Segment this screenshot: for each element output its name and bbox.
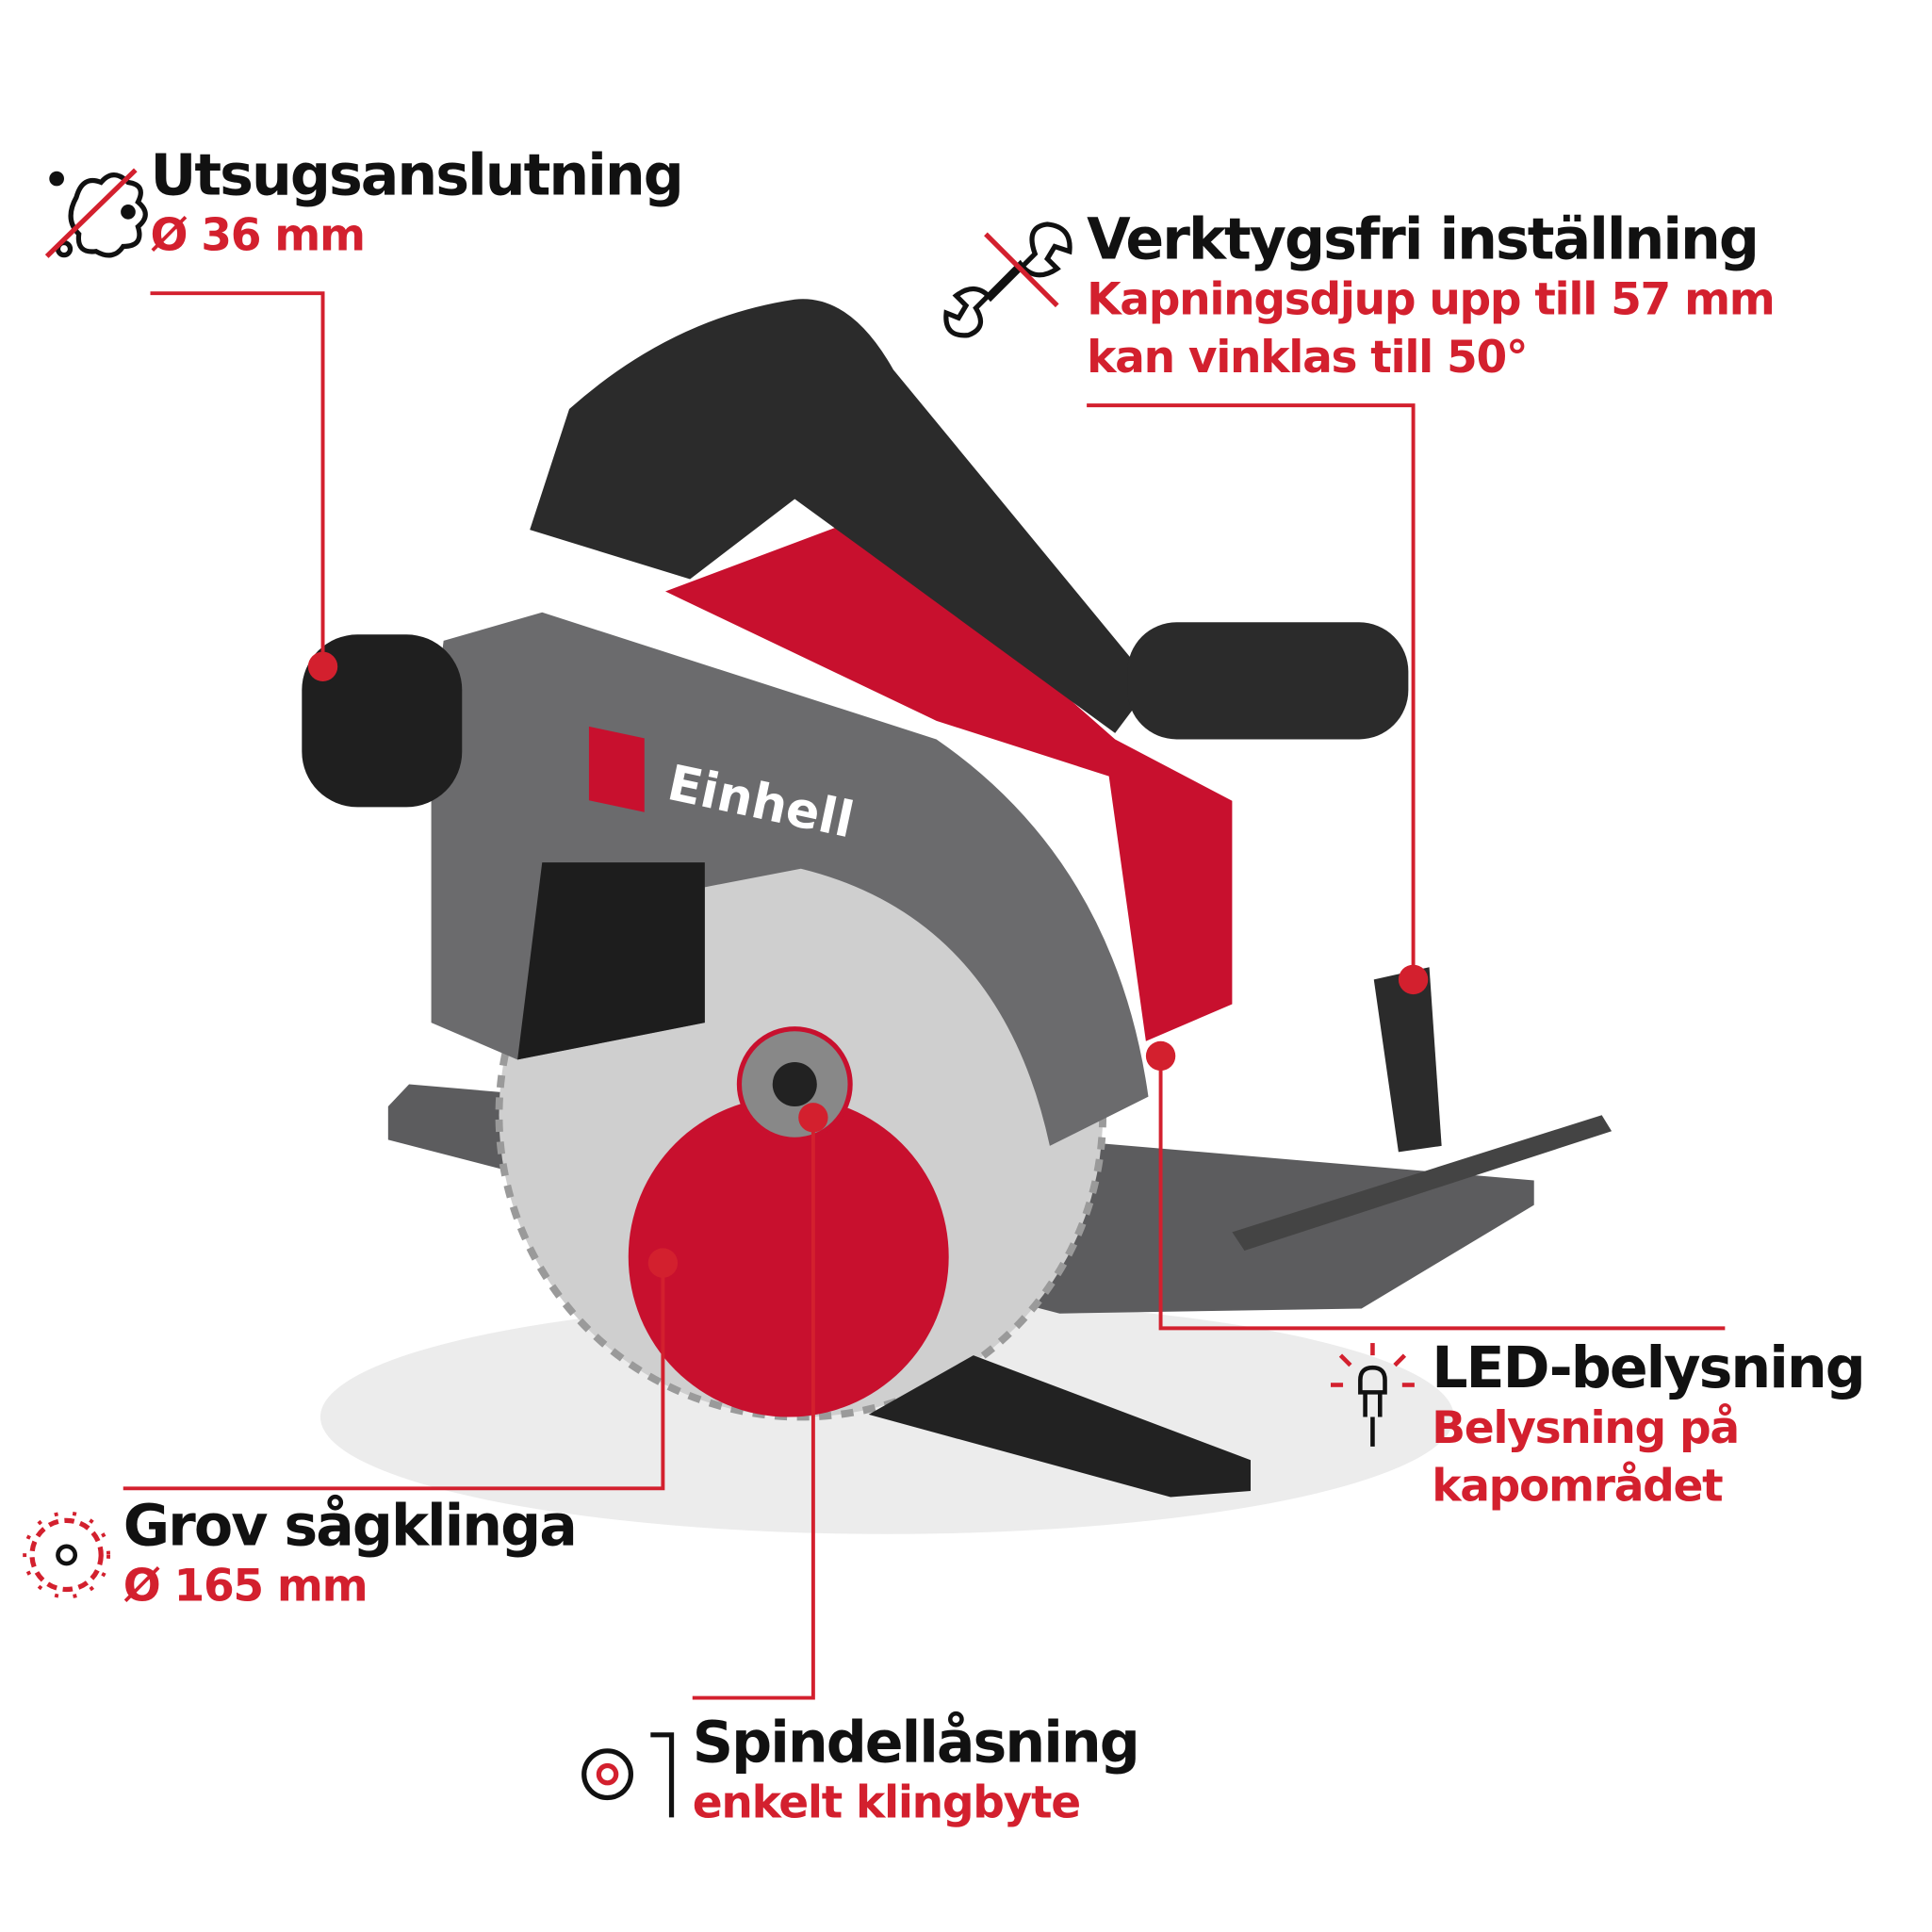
callout-led-lighting: LED-belysning Belysning på kapområdet — [1432, 1334, 1866, 1515]
callout-detail: Kapningsdjup upp till 57 mm — [1087, 274, 1776, 326]
bevel-lever — [1373, 967, 1442, 1153]
handle — [530, 299, 1153, 733]
callout-title: Utsugsanslutning — [150, 141, 684, 208]
callout-spindle-lock: Spindellåsning enkelt klingbyte — [692, 1709, 1140, 1832]
guard-lower — [517, 862, 705, 1060]
blade-red-center — [628, 1096, 949, 1417]
callout-detail: Ø 165 mm — [123, 1561, 368, 1613]
callout-detail: Belysning på — [1432, 1403, 1740, 1454]
wrench-crossed-icon — [943, 221, 1072, 338]
dust-extraction-icon — [44, 168, 148, 258]
callout-dust-extraction: Utsugsanslutning Ø 36 mm — [150, 141, 684, 265]
callout-tool-free-adjustment: Verktygsfri inställning Kapningsdjup upp… — [1087, 205, 1776, 387]
motor-housing — [664, 517, 1233, 1041]
callout-title: Grov sågklinga — [123, 1492, 578, 1559]
callout-title: Spindellåsning — [692, 1709, 1140, 1776]
led-light-icon — [1330, 1343, 1415, 1447]
callout-detail: kapområdet — [1432, 1461, 1723, 1513]
callout-detail: kan vinklas till 50° — [1087, 332, 1528, 384]
dust-port — [302, 634, 463, 808]
leader-dots — [307, 651, 1429, 1278]
spindle-lock-icon — [581, 1732, 675, 1818]
leader-lines — [123, 291, 1726, 1700]
spindle-nut — [772, 1061, 817, 1107]
callout-title: LED-belysning — [1432, 1334, 1866, 1401]
callout-detail: enkelt klingbyte — [692, 1777, 1081, 1829]
guide-rail — [1232, 1115, 1613, 1252]
front-shoe — [868, 1355, 1252, 1498]
saw-blade-icon — [23, 1511, 111, 1599]
rear-grip — [1127, 622, 1409, 740]
logo-mark — [588, 726, 645, 812]
callout-title: Verktygsfri inställning — [1087, 205, 1760, 272]
callout-detail: Ø 36 mm — [150, 210, 367, 262]
callout-saw-blade: Grov sågklinga Ø 165 mm — [123, 1492, 578, 1615]
